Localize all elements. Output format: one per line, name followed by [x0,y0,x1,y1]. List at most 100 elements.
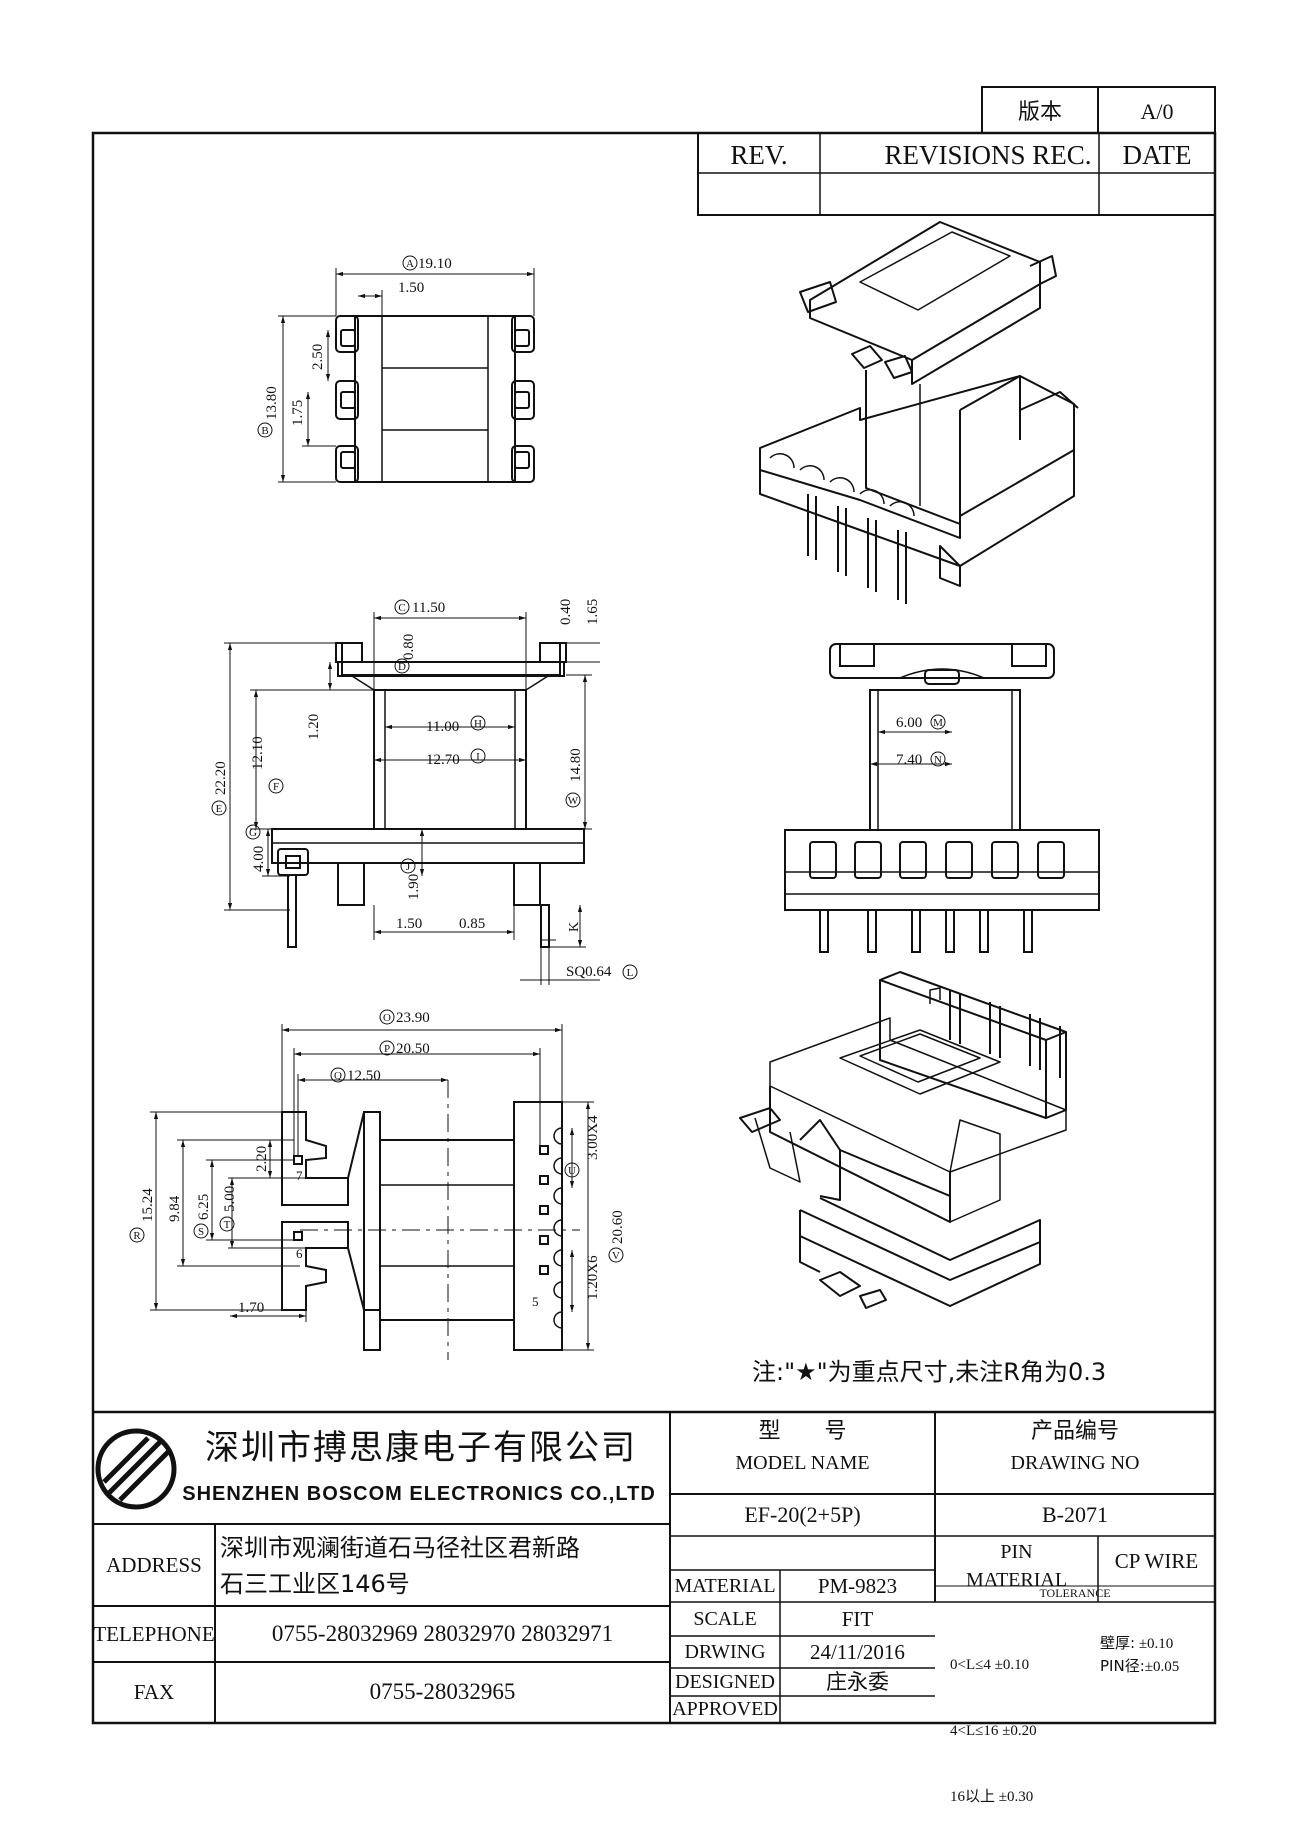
bottom-view-dimensions [129,1009,624,1351]
dim-W-tag: W [568,795,579,807]
front-view [271,642,585,948]
drawing-note: 注:"★"为重点尺寸,未注R角为0.3 [752,1358,1106,1386]
scale-value: FIT [841,1606,874,1631]
tolerance-row-1: 0<L≤4 ±0.10 [950,1657,1030,1673]
dim-E: 22.20 [213,761,229,795]
model-name-value: EF-20(2+5P) [744,1502,861,1528]
dim-G-tag: G [249,827,257,839]
pin-dia-label: PIN径: [1100,1657,1145,1675]
isometric-view-top [759,221,1079,604]
tolerance-row-3: 16以上 ±0.30 [950,1789,1034,1805]
wall-value: ±0.10 [1138,1636,1174,1652]
drawing-no-en: DRAWING NO [1010,1452,1140,1474]
scale-label: SCALE [693,1607,757,1630]
drwing-value: 24/11/2016 [810,1639,905,1664]
material-value: PM-9823 [817,1573,898,1598]
material-label: MATERIAL [674,1574,776,1597]
dim-0-85: 0.85 [459,916,485,932]
pin-material-label: MATERIAL [965,1569,1068,1591]
top-view-dimensions [257,255,535,483]
dim-S-tag: S [198,1226,204,1238]
front-view-dimensions [211,599,638,985]
side-view [784,643,1100,953]
dim-A: 19.10 [418,256,452,272]
pin-5-label: 5 [532,1294,539,1309]
dim-P: 20.50 [396,1041,430,1057]
dim-M-tag: M [933,717,943,729]
dim-F-tag: F [273,781,279,793]
dim-N-tag: N [934,754,942,766]
version-label: 版本 [1018,100,1062,125]
dim-R: 15.24 [140,1188,156,1222]
dim-G: 4.00 [251,846,267,872]
dim-1-70: 1.70 [238,1300,264,1316]
dim-I-tag: I [476,751,480,763]
rev-header: REV. [730,140,787,170]
dim-U-tag: U [568,1165,576,1177]
revisions-rec-header: REVISIONS REC. [884,140,1091,170]
approved-label: APPROVED [672,1698,778,1720]
dim-L: SQ0.64 [566,964,612,980]
version-value: A/0 [1141,99,1174,124]
company-name-cn: 深圳市搏思康电子有限公司 [205,1428,637,1469]
wall-label: 壁厚: [1100,1634,1136,1652]
dim-9-84: 9.84 [167,1195,183,1222]
dim-N: 7.40 [896,752,922,768]
address-value: 深圳市观澜街道石马径社区君新路 石三工业区146号 [220,1530,668,1602]
pin-material-value: CP WIRE [1114,1548,1199,1573]
side-view-dimensions [870,714,952,767]
pin-6-label: 6 [296,1246,303,1261]
dim-0-40: 0.40 [558,599,574,625]
dim-O: 23.90 [396,1010,430,1026]
isometric-view-bottom [739,971,1067,1309]
tolerance-row-2: 4<L≤16 ±0.20 [950,1723,1037,1739]
title-block-grid [93,1410,1215,1723]
dim-B: 13.80 [264,386,280,420]
dim-H: 11.00 [426,719,459,735]
telephone-value: 0755-28032969 28032970 28032971 [271,1620,614,1646]
dim-E-tag: E [216,803,223,815]
tolerance-label: TOLERANCE [1039,1586,1111,1601]
dim-I: 12.70 [426,752,460,768]
dim-K: K [567,922,582,932]
dim-V: 20.60 [610,1210,626,1244]
drwing-label: DRWING [684,1640,766,1663]
dim-T: 5.00 [222,1186,238,1212]
dim-U: 3.00X4 [585,1115,601,1160]
pin-dia-value: ±0.05 [1144,1659,1180,1675]
dim-C: 11.50 [412,600,445,616]
fax-label: FAX [133,1680,175,1705]
drawing-no-value: B-2071 [1042,1502,1108,1528]
dim-R-tag: R [133,1230,141,1242]
dim-1-20-front: 1.20 [306,714,322,740]
dim-1-65: 1.65 [585,599,601,625]
dim-T-tag: T [224,1219,231,1231]
bottom-view [281,1101,563,1351]
dim-V-tag: V [612,1250,620,1262]
wall-and-pin-tolerance: 壁厚: ±0.10 PIN径:±0.05 [1100,1632,1214,1678]
drawing-no-cn: 产品编号 [1030,1419,1119,1444]
dim-H-tag: H [474,718,482,730]
dim-W: 14.80 [568,748,584,782]
drawing-no-header: 产品编号 DRAWING NO [935,1416,1215,1494]
model-name-en: MODEL NAME [735,1452,870,1474]
dim-F: 12.10 [250,736,266,770]
pin-material-header: PIN MATERIAL [935,1538,1098,1594]
dim-1-75: 1.75 [290,400,306,426]
address-label: ADDRESS [106,1552,202,1577]
designed-value: 庄永委 [826,1669,889,1694]
dim-1-50-front: 1.50 [396,916,422,932]
dim-1-50-top: 1.50 [398,280,424,296]
dim-Q-tag: Q [334,1070,342,1082]
dim-B-tag: B [261,425,268,437]
pin-7-label: 7 [296,1168,303,1183]
company-logo [95,1428,177,1510]
dim-S: 6.25 [196,1194,212,1220]
dim-P-tag: P [384,1043,390,1055]
approved-value [780,1696,935,1723]
dim-Q: 12.50 [347,1068,381,1084]
dim-O-tag: O [383,1012,391,1024]
model-name-cn: 型 号 [758,1419,847,1444]
pin-label: PIN [1000,1541,1033,1563]
